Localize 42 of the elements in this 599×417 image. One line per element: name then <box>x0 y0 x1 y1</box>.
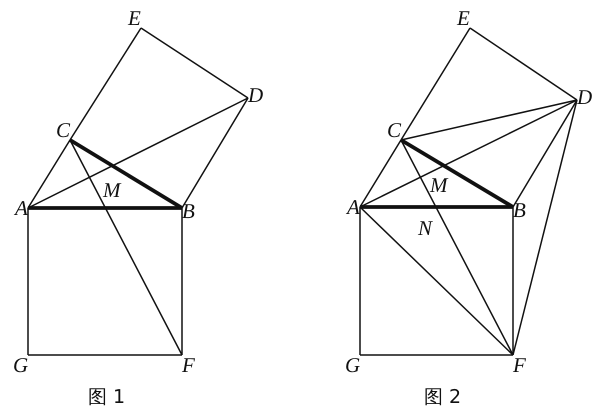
figure-caption: 图 1 <box>88 386 126 408</box>
point-label: B <box>513 200 526 220</box>
point-label: E <box>457 8 470 28</box>
figure-caption: 图 2 <box>424 386 462 408</box>
line-segment <box>181 208 183 355</box>
line-segment <box>360 354 513 356</box>
line-segment <box>512 207 514 355</box>
point-label: B <box>182 201 195 221</box>
line-segment <box>360 99 578 208</box>
line-segment <box>28 206 182 210</box>
line-segment <box>27 208 29 355</box>
line-segment <box>512 100 578 356</box>
line-segment <box>359 140 402 208</box>
line-segment <box>181 98 249 208</box>
point-label: C <box>387 120 402 140</box>
line-segment <box>400 99 578 141</box>
point-label: A <box>15 198 28 218</box>
line-segment <box>470 27 578 101</box>
point-label: E <box>128 8 141 28</box>
point-label: M <box>103 180 120 200</box>
point-label: D <box>577 87 592 107</box>
line-segment <box>400 140 514 356</box>
point-label: C <box>56 120 70 140</box>
line-segment <box>140 27 248 99</box>
point-label: N <box>418 218 432 238</box>
line-segment <box>28 97 248 209</box>
line-segment <box>359 206 514 356</box>
line-segment <box>27 140 71 208</box>
line-segment <box>512 100 578 208</box>
point-label: A <box>347 197 360 217</box>
line-segment <box>360 205 513 209</box>
point-label: G <box>345 355 360 375</box>
point-label: F <box>182 355 195 375</box>
line-segment <box>400 28 471 140</box>
point-label: G <box>13 355 28 375</box>
line-segment <box>28 354 182 356</box>
point-label: D <box>248 85 264 105</box>
point-label: F <box>513 355 526 375</box>
line-segment <box>69 28 142 140</box>
point-label: M <box>430 175 448 195</box>
line-segment <box>359 207 361 355</box>
line-segment <box>69 140 183 356</box>
